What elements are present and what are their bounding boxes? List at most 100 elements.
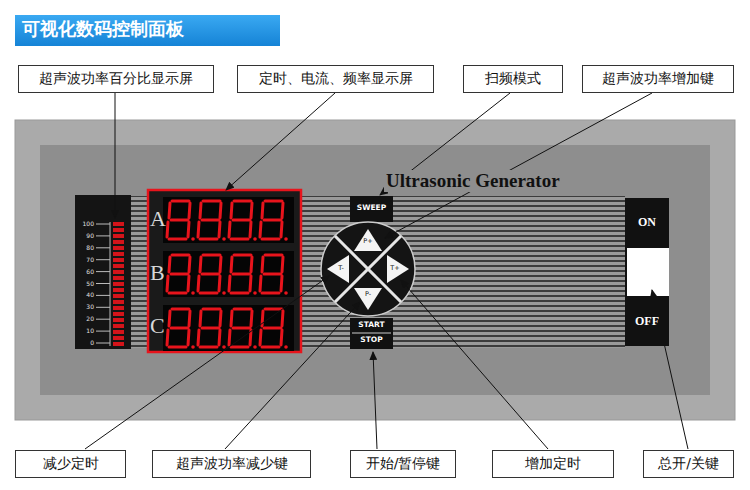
decimal-point bbox=[222, 237, 226, 241]
digit-segment bbox=[264, 273, 281, 276]
digit-segment bbox=[202, 219, 219, 222]
decimal-point bbox=[253, 291, 257, 295]
digit-segment bbox=[188, 276, 189, 291]
led-segment bbox=[113, 276, 124, 280]
digit-segment bbox=[260, 330, 261, 345]
scale-tick bbox=[96, 295, 110, 296]
power-up-key bbox=[354, 229, 382, 251]
scale-number: 60 bbox=[76, 268, 94, 276]
callout-box: 超声波功率增加键 bbox=[582, 65, 734, 93]
digit-segment bbox=[202, 273, 219, 276]
scale-number: 70 bbox=[76, 256, 94, 264]
digit-segment bbox=[282, 311, 283, 326]
decimal-point bbox=[284, 345, 288, 349]
key-symbol: P+ bbox=[358, 238, 378, 245]
digit-segment bbox=[202, 327, 219, 330]
digit-segment bbox=[189, 203, 190, 218]
digit-segment bbox=[220, 203, 221, 218]
digit-segment bbox=[231, 238, 248, 241]
scale-number: 90 bbox=[76, 232, 94, 240]
digit-segment bbox=[167, 276, 168, 291]
power-switch bbox=[625, 198, 669, 346]
digit-segment bbox=[167, 330, 168, 345]
scale-tick bbox=[96, 307, 110, 308]
digit-segment bbox=[219, 330, 220, 345]
digit-segment bbox=[172, 200, 189, 203]
scale-tick bbox=[96, 259, 110, 260]
digit-segment bbox=[188, 330, 189, 345]
callout-box: 开始/暂停键 bbox=[350, 450, 456, 478]
digit-segment bbox=[169, 257, 170, 272]
callout-label: 超声波功率百分比显示屏 bbox=[39, 70, 193, 86]
digit-segment bbox=[281, 222, 282, 237]
digit-segment bbox=[171, 273, 188, 276]
digit-segment bbox=[265, 254, 282, 257]
digit-segment bbox=[262, 346, 279, 349]
digit-segment bbox=[231, 257, 232, 272]
display-window bbox=[163, 305, 294, 351]
digit-segment bbox=[198, 222, 199, 237]
start-stop-button bbox=[350, 318, 393, 349]
led-segment bbox=[113, 336, 124, 340]
scale-number: 10 bbox=[76, 327, 94, 335]
digit-segment bbox=[189, 257, 190, 272]
callout-box: 超声波功率减少键 bbox=[152, 450, 311, 478]
seven-segment-displays bbox=[163, 197, 294, 351]
scale-tick bbox=[96, 235, 110, 236]
digit-segment bbox=[200, 257, 201, 272]
digit-segment bbox=[250, 276, 251, 291]
panel-face bbox=[40, 145, 710, 395]
display-window bbox=[163, 251, 294, 297]
time-up-key bbox=[387, 255, 409, 283]
channel-letter: A bbox=[150, 206, 166, 231]
digit-segment bbox=[169, 238, 186, 241]
leader-line bbox=[401, 280, 548, 449]
leader-line bbox=[85, 276, 329, 449]
scale-number: 20 bbox=[76, 315, 94, 323]
digit-segment bbox=[200, 311, 201, 326]
leader-line bbox=[115, 93, 116, 218]
led-segment bbox=[113, 228, 124, 232]
led-segment bbox=[113, 240, 124, 244]
time-down-key bbox=[327, 255, 349, 283]
digit-segment bbox=[167, 222, 168, 237]
callout-label: 扫频模式 bbox=[485, 70, 541, 86]
switch-label: OFF bbox=[625, 315, 669, 329]
led-segment bbox=[113, 234, 124, 238]
digit-segment bbox=[262, 292, 279, 295]
led-segment bbox=[113, 306, 124, 310]
button-label: START bbox=[350, 321, 393, 330]
leader-line bbox=[373, 352, 377, 449]
sweep-button bbox=[350, 196, 393, 222]
leader-line bbox=[385, 93, 652, 238]
digit-segment bbox=[282, 257, 283, 272]
led-segment bbox=[113, 288, 124, 292]
decimal-point bbox=[222, 291, 226, 295]
decimal-point bbox=[191, 291, 195, 295]
digit-segment bbox=[203, 308, 220, 311]
digit-segment bbox=[281, 276, 282, 291]
digit-segment bbox=[282, 203, 283, 218]
digit-segment bbox=[171, 219, 188, 222]
digit-segment bbox=[233, 219, 250, 222]
callout-label: 总开/关键 bbox=[658, 455, 719, 471]
led-bar bbox=[113, 222, 124, 346]
digit-segment bbox=[200, 238, 217, 241]
callout-label: 减少定时 bbox=[43, 455, 99, 471]
led-segment bbox=[113, 342, 124, 346]
panel-frame bbox=[15, 120, 735, 420]
leader-line bbox=[225, 302, 360, 449]
digit-segment bbox=[229, 330, 230, 345]
digit-segment bbox=[198, 276, 199, 291]
callout-label: 增加定时 bbox=[525, 455, 581, 471]
digit-segment bbox=[262, 257, 263, 272]
decimal-point bbox=[253, 237, 257, 241]
digit-segment bbox=[169, 311, 170, 326]
title-bar bbox=[15, 15, 280, 46]
led-segment bbox=[113, 252, 124, 256]
digit-segment bbox=[169, 203, 170, 218]
digit-segment bbox=[281, 330, 282, 345]
scale-tick bbox=[96, 343, 110, 344]
digit-segment bbox=[264, 327, 281, 330]
digit-segment bbox=[233, 327, 250, 330]
